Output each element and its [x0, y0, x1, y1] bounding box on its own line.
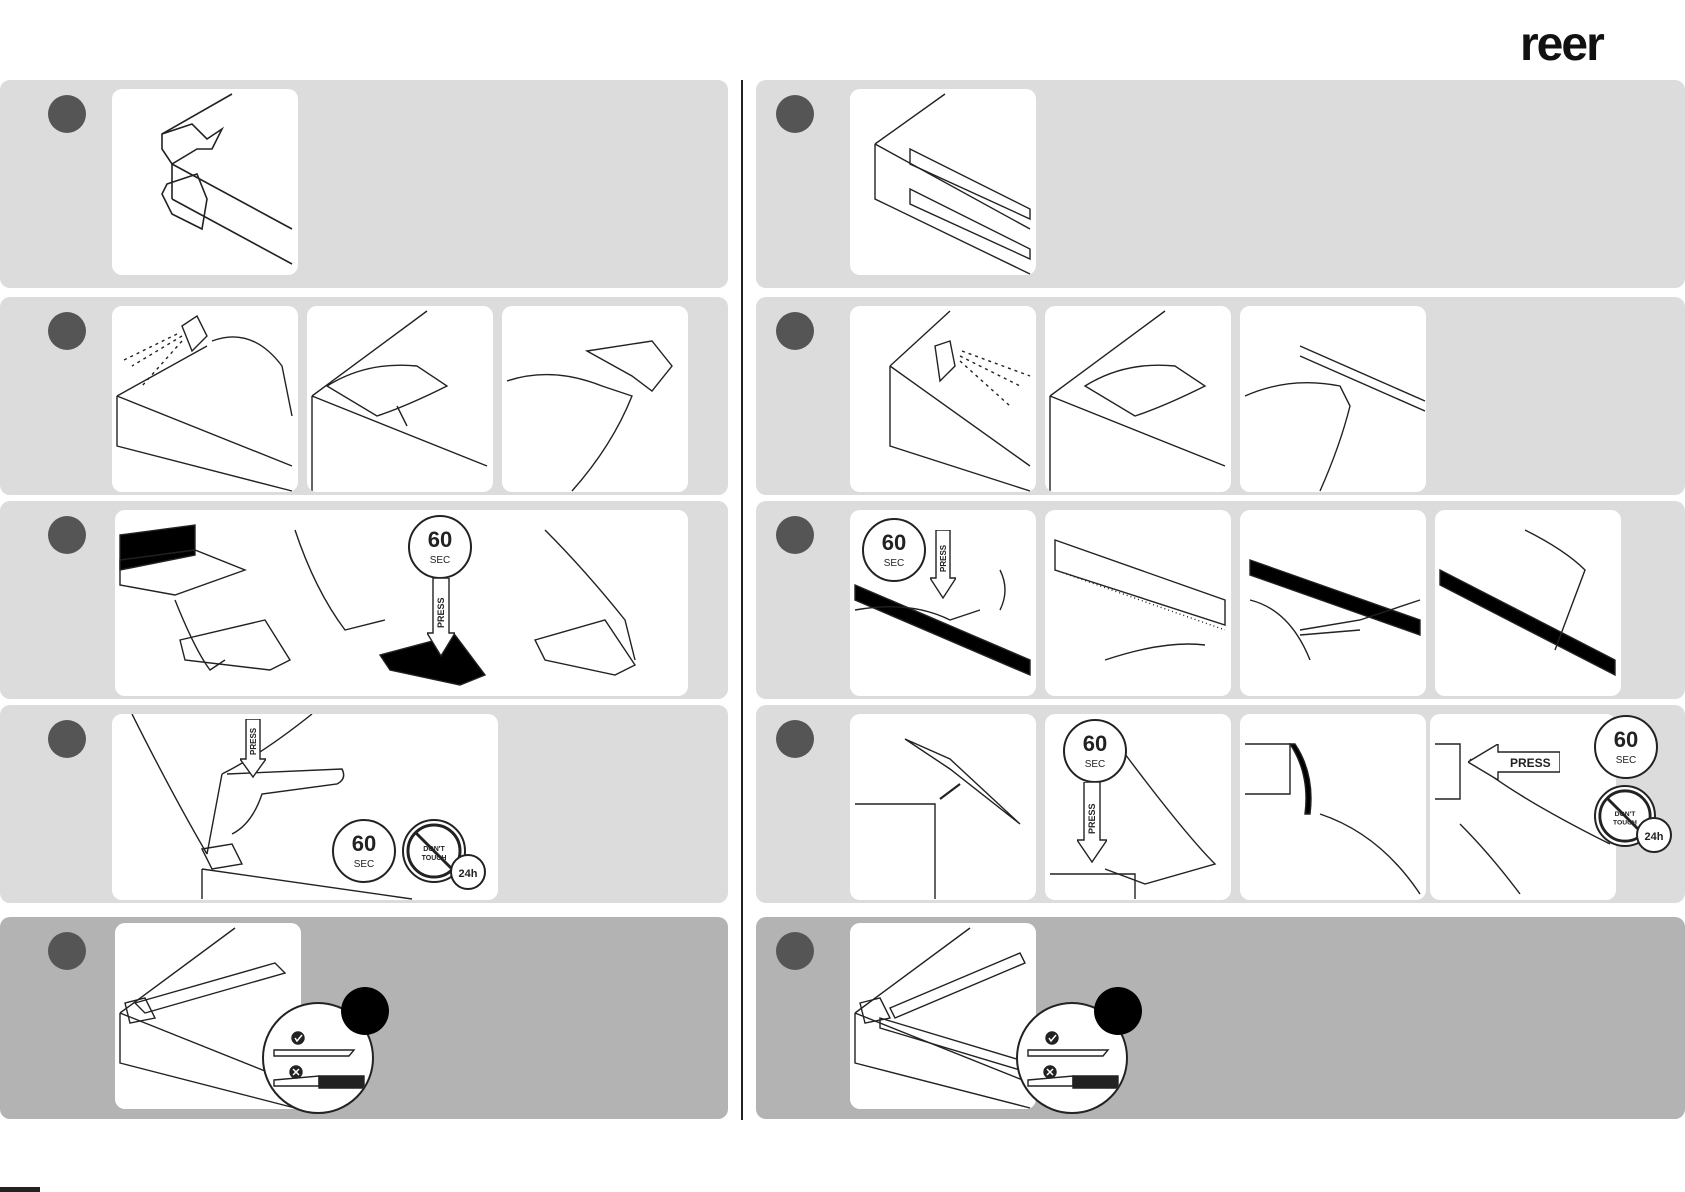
dont-touch-line1: DON'T: [423, 846, 445, 853]
illustration-spray-clean: [850, 306, 1036, 492]
press-label: PRESS: [1087, 803, 1097, 834]
step-marker: [48, 720, 86, 758]
hours-badge: 24h: [450, 854, 486, 890]
step-marker: [776, 312, 814, 350]
left-step-5: [0, 917, 728, 1119]
timer-unit: SEC: [354, 859, 375, 870]
right-step-4: 60 SEC PRESS PRESS 60 SEC: [756, 705, 1685, 903]
logo-text: reer: [1520, 22, 1604, 68]
hours-label: 24h: [459, 868, 478, 880]
warning-marker: [341, 987, 389, 1035]
step-marker: [48, 932, 86, 970]
illustration-measure-length: [1045, 510, 1231, 696]
hours-badge: 24h: [1636, 817, 1672, 853]
timer-unit: SEC: [884, 558, 905, 569]
left-step-2: [0, 297, 728, 495]
press-label: PRESS: [249, 727, 258, 755]
step-marker: [48, 95, 86, 133]
illustration-apply-tape: 60 SEC PRESS: [850, 510, 1036, 696]
dont-touch-line1: DON'T: [1615, 811, 1637, 818]
timer-value: 60: [428, 527, 452, 552]
press-label: PRESS: [1510, 756, 1551, 770]
illustration-edge-guard-pieces: [850, 89, 1036, 275]
press-arrow-icon: PRESS: [930, 530, 956, 600]
illustration-cut-tape: [1240, 510, 1426, 696]
step-marker: [776, 720, 814, 758]
timer-badge: 60 SEC: [1063, 719, 1127, 783]
timer-unit: SEC: [1616, 755, 1637, 766]
timer-badge: 60 SEC: [862, 518, 926, 582]
left-step-3: 60 SEC PRESS: [0, 501, 728, 699]
right-step-5: [756, 917, 1685, 1119]
press-label: PRESS: [939, 544, 948, 572]
right-step-1: [756, 80, 1685, 288]
footer-mark: [0, 1187, 40, 1192]
illustration-spray-clean: [112, 306, 298, 492]
step-marker: [48, 312, 86, 350]
left-step-4: PRESS 60 SEC DON'T TOUCH 24h: [0, 705, 728, 903]
illustration-wipe-guard: [502, 306, 688, 492]
timer-value: 60: [1614, 727, 1638, 752]
press-arrow-icon: PRESS: [427, 578, 455, 658]
timer-unit: SEC: [430, 555, 451, 566]
illustration-press-tape: [1435, 510, 1621, 696]
illustration-peel-corner: [1240, 714, 1426, 900]
timer-badge: 60 SEC: [408, 515, 472, 579]
step-marker: [776, 95, 814, 133]
right-step-3: 60 SEC PRESS: [756, 501, 1685, 699]
left-step-1: [0, 80, 728, 288]
timer-value: 60: [882, 530, 906, 555]
illustration-corner-angle: [850, 714, 1036, 900]
reer-logo: reer: [1520, 22, 1655, 68]
press-arrow-icon: PRESS: [1468, 744, 1560, 780]
dont-touch-line2: TOUCH: [422, 855, 447, 862]
illustration-trim-edge: [850, 923, 1036, 1109]
step-marker: [48, 516, 86, 554]
timer-value: 60: [352, 831, 376, 856]
dont-touch-line2: TOUCH: [1613, 820, 1637, 827]
timer-unit: SEC: [1085, 759, 1106, 770]
press-arrow-icon: PRESS: [240, 719, 266, 779]
illustration-wipe-surface: [307, 306, 493, 492]
hours-label: 24h: [1645, 831, 1664, 843]
press-arrow-icon: PRESS: [1077, 782, 1107, 864]
right-step-2: [756, 297, 1685, 495]
illustration-wipe-surface: [1045, 306, 1231, 492]
illustration-apply-adhesive: 60 SEC PRESS: [115, 510, 688, 696]
step-marker: [776, 932, 814, 970]
illustration-press-hold: PRESS 60 SEC DON'T TOUCH 24h: [112, 714, 498, 900]
timer-badge: 60 SEC: [1594, 715, 1658, 779]
timer-badge: 60 SEC: [332, 819, 396, 883]
press-label: PRESS: [436, 597, 446, 628]
illustration-wipe-guard: [1240, 306, 1426, 492]
step-marker: [776, 516, 814, 554]
illustration-corner-guard-pieces: [112, 89, 298, 275]
column-divider: [741, 80, 743, 1120]
illustration-press-side: PRESS: [1430, 714, 1616, 900]
warning-marker: [1094, 987, 1142, 1035]
illustration-press-corner: 60 SEC PRESS: [1045, 714, 1231, 900]
timer-value: 60: [1083, 731, 1107, 756]
